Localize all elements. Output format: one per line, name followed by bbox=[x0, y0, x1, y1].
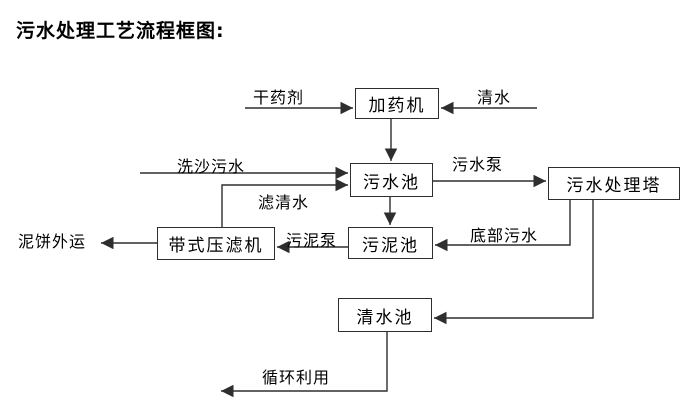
label-clean-water: 清水 bbox=[477, 88, 512, 107]
node-dosing-machine: 加药机 bbox=[355, 88, 439, 119]
label-recycling: 循环利用 bbox=[262, 368, 331, 387]
label-dry-agent: 干药剂 bbox=[253, 88, 305, 107]
node-clean-water-pool: 清水池 bbox=[338, 298, 432, 332]
label-filtered-water: 滤清水 bbox=[258, 193, 310, 212]
label-mud-cake-out: 泥饼外运 bbox=[18, 232, 87, 251]
node-sewage-pool: 污水池 bbox=[350, 163, 433, 197]
node-belt-filter-press: 带式压滤机 bbox=[157, 227, 275, 260]
label-sewage-pump: 污水泵 bbox=[452, 155, 504, 174]
edge-filtered-water-arrow bbox=[221, 178, 348, 227]
edge-bottom-sewage-arrow bbox=[435, 200, 571, 252]
node-sludge-pool: 污泥池 bbox=[348, 227, 433, 259]
label-sludge-pump: 污泥泵 bbox=[286, 231, 338, 250]
node-treatment-tower: 污水处理塔 bbox=[548, 167, 680, 200]
diagram-title: 污水处理工艺流程框图: bbox=[16, 20, 225, 42]
edge-recycling-arrow bbox=[221, 332, 388, 398]
label-sand-washing-sewage: 洗沙污水 bbox=[177, 157, 246, 176]
edge-tower-to-clean-arrow bbox=[434, 200, 594, 325]
label-bottom-sewage: 底部污水 bbox=[470, 226, 539, 245]
